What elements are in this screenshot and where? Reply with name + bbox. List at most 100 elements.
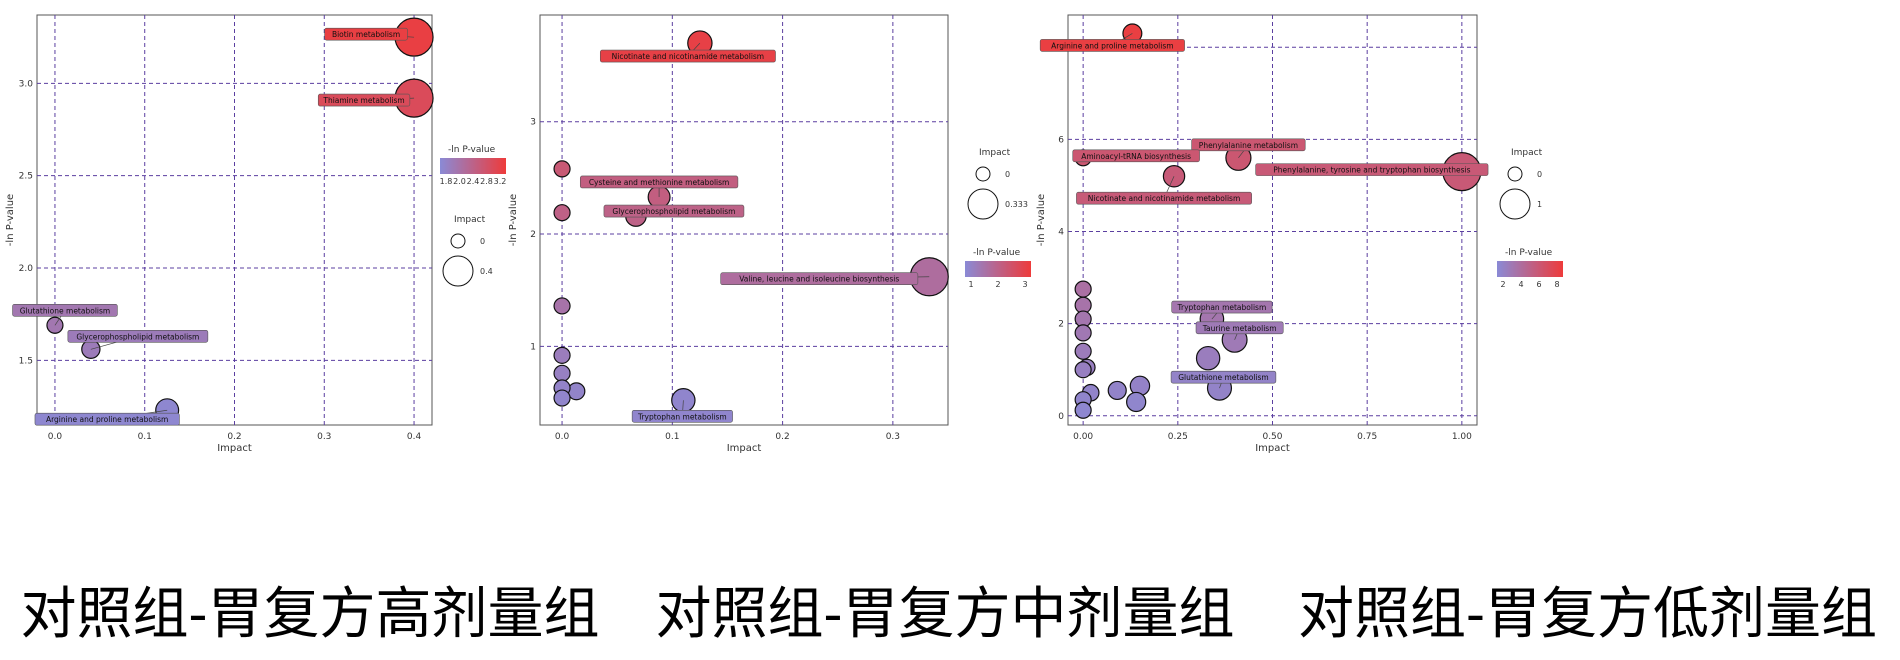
pathway-label-box: [1039, 39, 1185, 52]
y-axis-label: -ln P-value: [5, 194, 16, 246]
x-tick-label: 0.0: [555, 432, 570, 442]
x-tick-label: 0.00: [1073, 432, 1093, 442]
pathway-label: Nicotinate and nicotinamide metabolism: [1088, 194, 1240, 203]
bubble-point: [1195, 345, 1221, 371]
size-legend: Impact 0 1: [1499, 148, 1543, 220]
pathway-label: Arginine and proline metabolism: [1051, 41, 1173, 50]
color-legend-bar: [965, 261, 1031, 277]
pathway-label: Phenylalanine, tyrosine and tryptophan b…: [1273, 166, 1470, 175]
y-tick-label: 0: [1058, 412, 1064, 422]
color-legend: -ln P-value 2 4 6 8: [1497, 248, 1563, 289]
pathway-label: Valine, leucine and isoleucine biosynthe…: [739, 275, 899, 284]
color-legend-tick: 3: [1022, 280, 1027, 289]
x-tick-label: 1.00: [1452, 432, 1472, 442]
size-legend-circle: [967, 188, 999, 220]
y-tick-label: 4: [1058, 228, 1064, 238]
pathway-label: Phenylalanine metabolism: [1199, 141, 1298, 150]
color-legend-tick: 2.8: [480, 177, 493, 186]
bubble-point: [553, 204, 571, 222]
pathway-label-box: [1076, 191, 1252, 205]
bubble-point: [1074, 324, 1092, 342]
color-legend-tick: 1.8: [440, 177, 453, 186]
pathway-label-box: [317, 93, 411, 107]
pathway-label: Thiamine metabolism: [322, 96, 404, 105]
bubble-point: [553, 346, 571, 364]
size-legend-circle: [442, 255, 474, 287]
color-legend-title: -ln P-value: [448, 145, 496, 155]
size-legend-circle: [1499, 188, 1531, 220]
size-legend-tick: 1: [1537, 200, 1542, 209]
y-tick-label: 3: [530, 118, 536, 128]
size-legend-tick: 0.4: [480, 267, 493, 276]
pathway-label: Arginine and proline metabolism: [46, 415, 168, 424]
pathway-label-box: [12, 303, 118, 317]
bubble-point: [1074, 342, 1092, 360]
color-legend-tick: 4: [1518, 280, 1523, 289]
color-legend-tick: 2: [1500, 280, 1505, 289]
color-legend-tick: 2.0: [453, 177, 466, 186]
pathway-label-box: [1170, 370, 1277, 384]
color-legend-tick: 1: [968, 280, 973, 289]
y-tick-label: 2: [530, 230, 536, 240]
size-legend-title: Impact: [979, 148, 1011, 158]
size-legend-circle: [450, 233, 466, 249]
color-legend-bar: [1497, 261, 1563, 277]
bubble-point: [553, 389, 571, 407]
bubble-point: [553, 364, 571, 382]
pathway-label-box: [579, 175, 739, 189]
x-tick-label: 0.75: [1357, 432, 1377, 442]
x-axis-label: Impact: [1255, 443, 1290, 454]
x-tick-label: 0.3: [317, 432, 331, 442]
y-axis-label: -ln P-value: [508, 194, 519, 246]
color-legend-bar: [440, 158, 506, 174]
bubble-point: [671, 388, 696, 413]
color-legend-tick: 8: [1554, 280, 1559, 289]
y-tick-label: 2.0: [19, 264, 34, 274]
size-legend-tick: 0: [1005, 170, 1010, 179]
bubble-point: [1074, 361, 1092, 379]
chart-caption-mid-dose: 对照组-胃复方中剂量组: [655, 582, 1235, 647]
pathway-label-box: [67, 329, 209, 343]
color-legend-title: -ln P-value: [1505, 248, 1553, 258]
x-tick-label: 0.2: [227, 432, 241, 442]
pathway-label: Taurine metabolism: [1202, 324, 1277, 333]
pathway-label-box: [631, 409, 733, 423]
pathway-label-box: [720, 272, 919, 286]
color-legend-tick: 3.2: [494, 177, 507, 186]
x-tick-label: 0.25: [1168, 432, 1188, 442]
size-legend-circle: [975, 166, 991, 182]
pathway-label: Glycerophospholipid metabolism: [612, 207, 735, 216]
pathway-label: Tryptophan metabolism: [1177, 303, 1267, 312]
pathway-label-box: [34, 412, 180, 426]
pathway-label-box: [1171, 300, 1273, 314]
pathway-label: Cysteine and methionine metabolism: [589, 178, 730, 187]
x-tick-label: 0.1: [138, 432, 152, 442]
y-tick-label: 2: [1058, 320, 1064, 330]
pathway-label: Biotin metabolism: [332, 30, 400, 39]
plot-area: [539, 14, 949, 426]
size-legend-tick: 0: [1537, 170, 1542, 179]
bubble-point: [1126, 391, 1147, 413]
x-tick-label: 0.50: [1262, 432, 1282, 442]
y-axis-label: -ln P-value: [1036, 194, 1047, 246]
color-legend-tick: 2: [995, 280, 1000, 289]
x-axis-label: Impact: [727, 443, 762, 454]
bubble-point: [1074, 401, 1092, 419]
chart-caption-high-dose: 对照组-胃复方高剂量组: [20, 582, 600, 647]
color-legend-tick: 6: [1536, 280, 1541, 289]
pathway-label-box: [599, 49, 776, 63]
x-tick-label: 0.3: [886, 432, 900, 442]
x-tick-label: 0.0: [48, 432, 63, 442]
x-tick-label: 0.4: [407, 432, 422, 442]
size-legend-title: Impact: [1511, 148, 1543, 158]
pathway-label: Glutathione metabolism: [20, 306, 111, 315]
pathway-label-box: [1255, 163, 1489, 176]
x-tick-label: 0.2: [775, 432, 789, 442]
y-tick-label: 6: [1058, 135, 1064, 145]
pathway-label-box: [603, 204, 745, 218]
